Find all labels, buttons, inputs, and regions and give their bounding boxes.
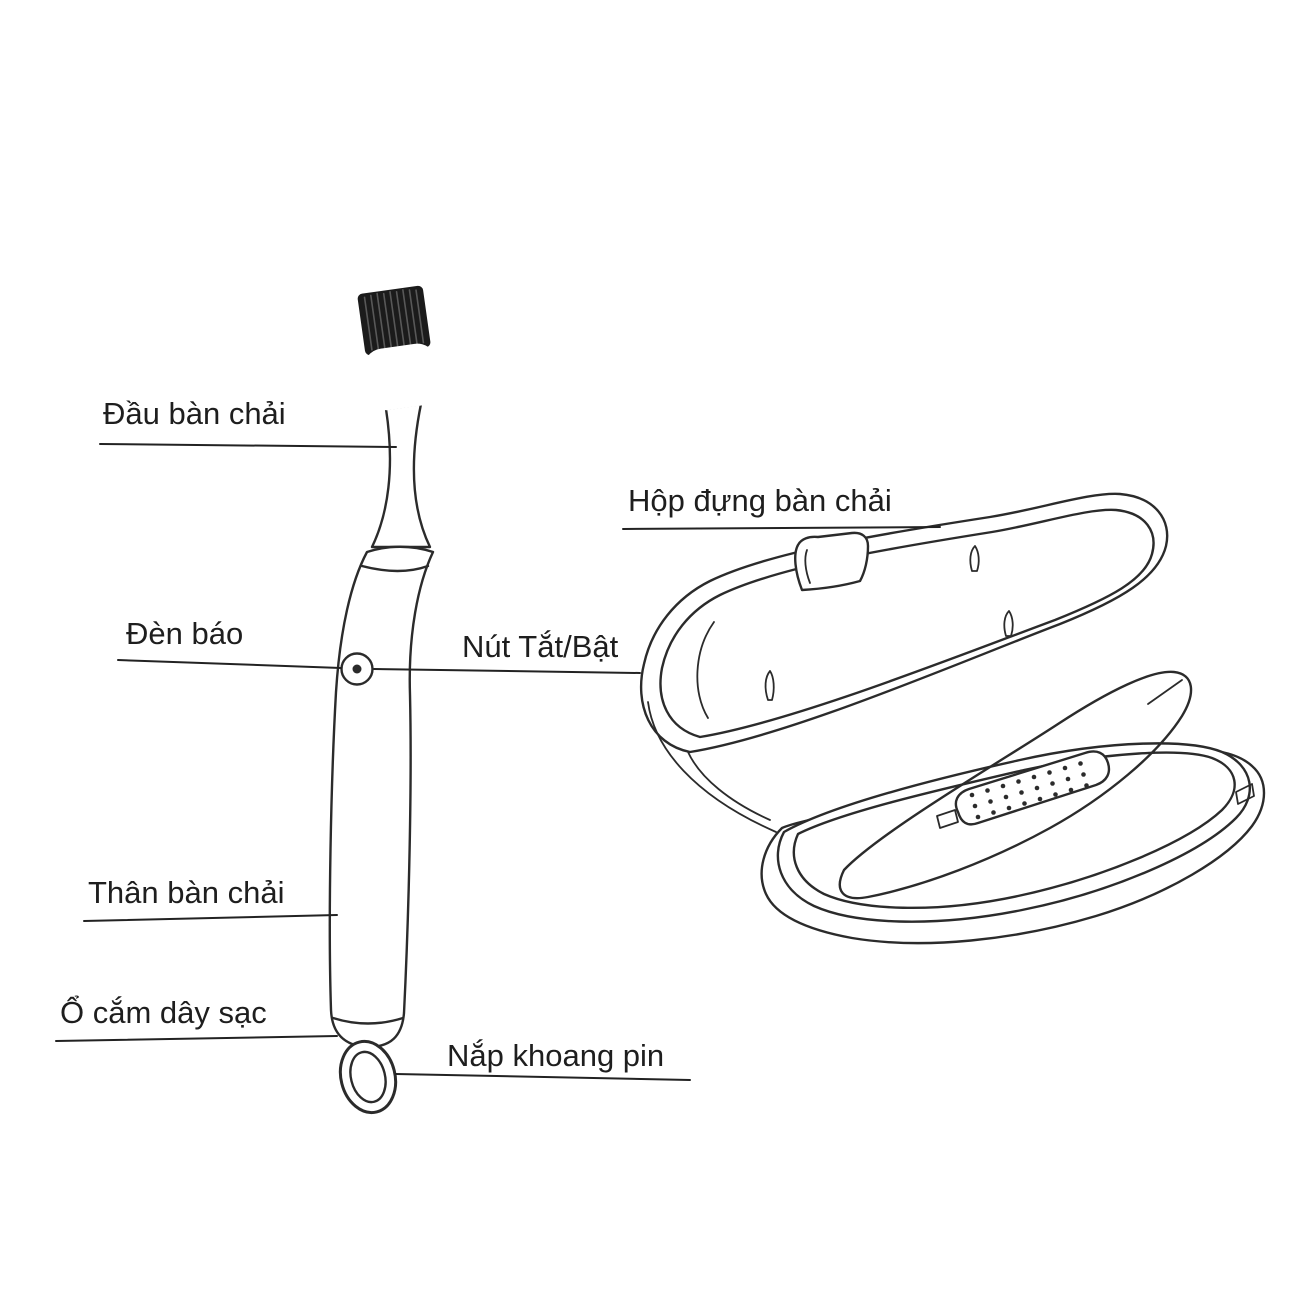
leader-travel-case: [622, 526, 941, 530]
case-lid-outer: [639, 492, 1169, 754]
brush-recess: [838, 670, 1193, 900]
recess-head-divider: [1147, 679, 1183, 705]
vent-holes: [969, 761, 1089, 820]
leader-charging-port: [55, 1035, 338, 1042]
leader-indicator-light: [117, 659, 342, 669]
vent-plate: [954, 750, 1111, 826]
label-brush-body: Thân bàn chải: [88, 875, 284, 910]
case-lid-inner: [659, 508, 1155, 739]
brush-neck: [370, 402, 432, 549]
case-base-rim-outer: [776, 742, 1251, 923]
toothbrush-illustration: [328, 285, 441, 1115]
brush-head-plate: [363, 343, 441, 411]
case-illustration: [639, 492, 1266, 945]
lid-clasp: [794, 531, 870, 592]
bottom-seam: [331, 1016, 405, 1025]
brush-head: [357, 285, 441, 411]
label-battery-cover: Nắp khoang pin: [447, 1038, 664, 1073]
label-indicator-light: Đèn báo: [126, 616, 243, 651]
base-side-button: [1235, 783, 1255, 805]
lid-slot-mid: [1003, 610, 1014, 637]
battery-ring-outer: [338, 1039, 398, 1115]
leader-lines: [55, 443, 941, 1081]
bristle-texture: [363, 289, 425, 351]
battery-cover-ring: [338, 1039, 398, 1115]
vent-plate-tab: [936, 809, 959, 829]
lid-slot-top: [969, 545, 980, 572]
lid-slot-left: [764, 670, 775, 701]
brush-body: [328, 545, 435, 1049]
label-charging-port: Ổ cắm dây sạc: [60, 994, 267, 1030]
label-brush-head: Đầu bàn chải: [103, 396, 286, 431]
hinge-line-2: [687, 751, 771, 821]
labels: Đầu bàn chải Đèn báo Nút Tắt/Bật Thân bà…: [60, 396, 892, 1073]
lid-crease: [696, 621, 715, 719]
leader-brush-head: [99, 443, 397, 448]
leader-battery-cover: [395, 1073, 691, 1081]
collar-ring: [360, 564, 430, 573]
lid-clasp-inner: [804, 549, 811, 584]
case-base-rim-inner: [792, 751, 1236, 910]
label-power-button: Nút Tắt/Bật: [462, 629, 619, 664]
hinge-line-1: [647, 701, 777, 833]
leader-brush-body: [83, 914, 338, 922]
leader-power-button: [373, 668, 641, 674]
label-travel-case: Hộp đựng bàn chải: [628, 483, 892, 518]
battery-ring-inner: [349, 1050, 387, 1104]
indicator-light-dot: [352, 664, 362, 674]
